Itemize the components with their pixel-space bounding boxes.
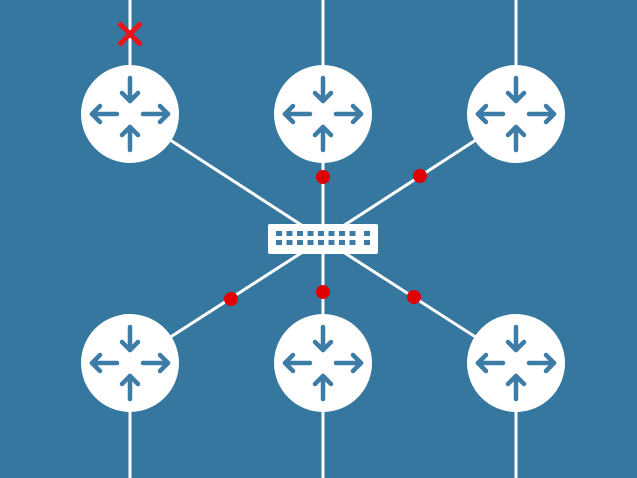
switch-port <box>286 240 293 245</box>
switch-port <box>328 240 335 245</box>
switch-port <box>318 240 324 245</box>
switch-port <box>286 231 293 236</box>
switch-icon[interactable] <box>268 224 378 254</box>
switch-port <box>276 231 282 236</box>
switch-port <box>307 231 314 236</box>
switch-port <box>307 240 314 245</box>
router-top-center[interactable] <box>274 65 372 163</box>
switch-port <box>318 231 324 236</box>
switch-port <box>339 231 345 236</box>
router-top-right[interactable] <box>467 65 565 163</box>
router-icon <box>467 314 565 412</box>
red-dot-marker <box>407 290 421 304</box>
router-icon <box>274 314 372 412</box>
switch-port <box>364 240 370 245</box>
switch-port <box>364 231 370 236</box>
link-markers <box>224 169 427 306</box>
x-mark-icon <box>117 21 143 47</box>
switch-port <box>349 231 356 236</box>
router-icon <box>467 65 565 163</box>
red-dot-marker <box>413 169 427 183</box>
router-top-left[interactable] <box>81 65 179 163</box>
red-dot-marker <box>316 170 330 184</box>
switch-port <box>339 240 345 245</box>
router-bottom-right[interactable] <box>467 314 565 412</box>
switch-port <box>328 231 335 236</box>
switch-port <box>297 231 303 236</box>
failures <box>117 21 143 47</box>
switch-port <box>276 240 282 245</box>
switch-port <box>349 240 356 245</box>
router-icon <box>81 314 179 412</box>
router-icon <box>274 65 372 163</box>
red-dot-marker <box>224 292 238 306</box>
switch-port <box>297 240 303 245</box>
router-bottom-left[interactable] <box>81 314 179 412</box>
red-dot-marker <box>316 285 330 299</box>
router-icon <box>81 65 179 163</box>
router-bottom-center[interactable] <box>274 314 372 412</box>
